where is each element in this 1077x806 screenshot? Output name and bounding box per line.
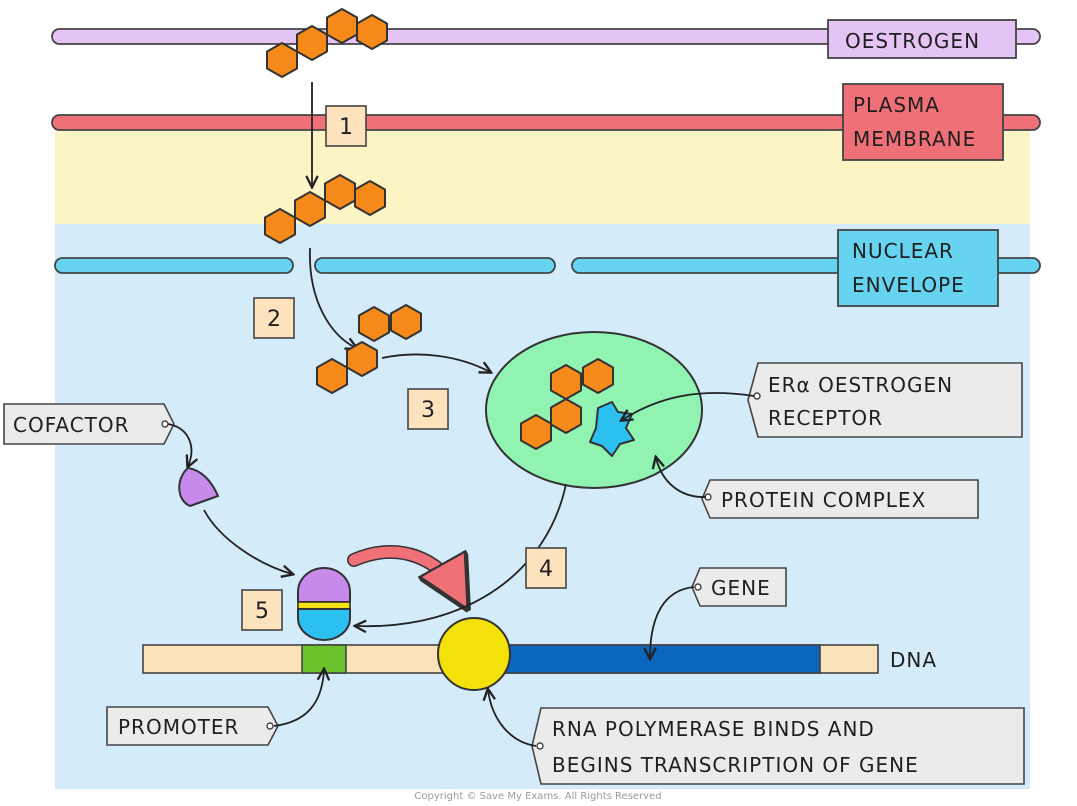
gene-label-tag: GENE <box>691 567 787 607</box>
arrow-rna-polymerase <box>488 690 537 747</box>
protein-complex-label-tag: PROTEIN COMPLEX <box>701 479 979 519</box>
step-number-5: 5 <box>255 599 269 624</box>
arrow-er-receptor <box>622 392 755 420</box>
nuclear-envelope-segment <box>314 257 556 274</box>
protein-complex <box>485 331 703 489</box>
promoter-label: PROMOTER <box>118 715 239 739</box>
oestrogen-label-box: OESTROGEN <box>827 19 1017 59</box>
plasma-membrane-bar <box>51 114 1041 131</box>
dna-label: DNA <box>890 648 937 672</box>
arrow-cofactor-to-complex <box>203 509 292 574</box>
arrow-cofactor-label <box>167 423 191 466</box>
arrow-step-3 <box>381 353 490 372</box>
cofactor-shape <box>178 466 220 508</box>
nuclear-envelope-label-box: NUCLEAR ENVELOPE <box>837 229 999 307</box>
nuclear-envelope-label-line1: NUCLEAR <box>852 239 954 263</box>
er-receptor-label-line2: RECEPTOR <box>768 406 883 430</box>
step-box-4: 4 <box>525 547 567 589</box>
rna-polymerase <box>437 617 511 691</box>
cofactor-label-tag: COFACTOR <box>3 403 175 445</box>
step-box-3: 3 <box>407 388 449 430</box>
er-receptor-label-line1: ERα OESTROGEN <box>768 373 953 397</box>
arrow-protein-complex <box>656 458 707 498</box>
step-box-2: 2 <box>253 297 295 339</box>
step-box-1: 1 <box>325 105 367 147</box>
er-receptor-label-tag: ERα OESTROGEN RECEPTOR <box>747 362 1023 438</box>
protein-complex-label: PROTEIN COMPLEX <box>721 488 926 512</box>
red-arrow-activation <box>348 546 458 592</box>
step-box-5: 5 <box>241 589 283 631</box>
gene-region <box>504 644 821 674</box>
step-number-2: 2 <box>267 307 281 332</box>
oestrogen-label: OESTROGEN <box>845 29 980 53</box>
promoter-label-tag: PROMOTER <box>106 706 279 746</box>
arrow-step-2 <box>309 247 356 348</box>
step-number-4: 4 <box>539 557 553 582</box>
step-number-1: 1 <box>339 115 353 140</box>
nuclear-envelope-segment <box>54 257 294 274</box>
rna-polymerase-label-tag: RNA POLYMERASE BINDS AND BEGINS TRANSCRI… <box>531 707 1025 785</box>
arrow-gene <box>650 586 695 658</box>
step-number-3: 3 <box>421 398 435 423</box>
promoter-region <box>301 644 347 674</box>
rna-polymerase-label-line2: BEGINS TRANSCRIPTION OF GENE <box>552 753 919 777</box>
cofactor-receptor-complex <box>297 567 351 641</box>
plasma-membrane-label-line2: MEMBRANE <box>853 127 976 151</box>
arrow-promoter <box>273 670 324 727</box>
gene-label: GENE <box>711 576 771 600</box>
rna-polymerase-label-line1: RNA POLYMERASE BINDS AND <box>552 717 875 741</box>
cofactor-label: COFACTOR <box>13 413 130 437</box>
plasma-membrane-label-box: PLASMA MEMBRANE <box>842 83 1004 161</box>
nuclear-envelope-label-line2: ENVELOPE <box>852 273 965 297</box>
copyright-text: Copyright © Save My Exams. All Rights Re… <box>414 791 661 802</box>
arrow-step-4 <box>356 483 567 626</box>
plasma-membrane-label-line1: PLASMA <box>853 93 940 117</box>
